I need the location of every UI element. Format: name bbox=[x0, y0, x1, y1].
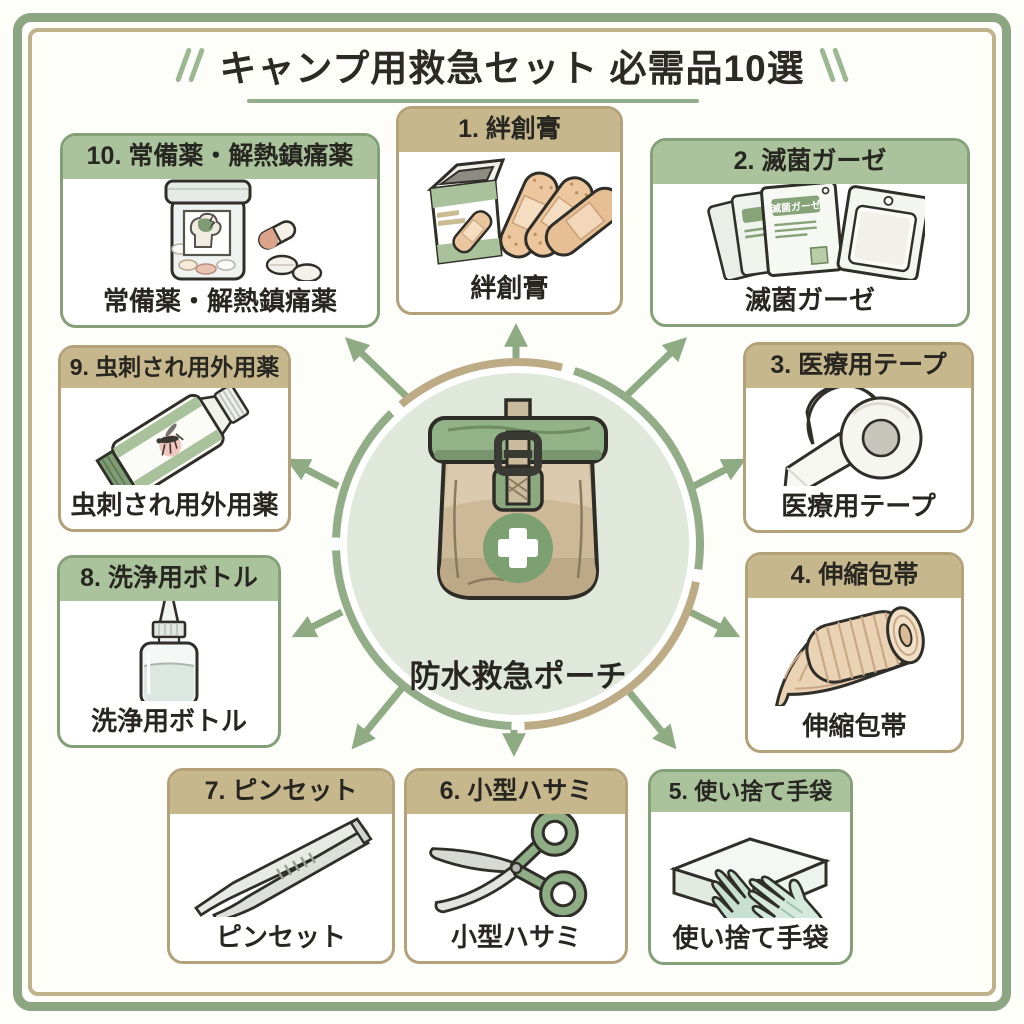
item-1-art bbox=[399, 152, 620, 268]
item-10-caption: 常備薬・解熱鎮痛薬 bbox=[102, 286, 337, 316]
tweezers-icon bbox=[194, 817, 373, 917]
item-8-caption: 洗浄用ボトル bbox=[90, 706, 247, 736]
item-card-6-scissors: 6. 小型ハサミ 小型ハサミ bbox=[404, 768, 628, 964]
household-medicine-icon bbox=[164, 179, 323, 281]
item-7-art bbox=[170, 814, 392, 917]
small-scissors-icon bbox=[429, 813, 588, 917]
item-card-8-bottle: 8. 洗浄用ボトル 洗浄用ボトル bbox=[57, 555, 281, 748]
title-bar: キャンプ用救急セット 必需品10選 bbox=[0, 38, 1024, 92]
title-decoration-right-slashes-icon bbox=[818, 47, 849, 83]
item-6-header: 6. 小型ハサミ bbox=[407, 771, 625, 814]
item-card-3-tape: 3. 医療用テープ 医療用テープ bbox=[743, 342, 974, 533]
item-10-art bbox=[63, 179, 377, 281]
item-4-caption: 伸縮包帯 bbox=[802, 711, 907, 741]
item-1-header: 1. 絆創膏 bbox=[399, 109, 620, 152]
item-9-art bbox=[61, 388, 288, 485]
page-title: キャンプ用救急セット 必需品10選 bbox=[219, 48, 805, 89]
insect-bite-ointment-icon bbox=[94, 388, 249, 485]
item-3-art bbox=[746, 387, 971, 486]
item-4-header: 4. 伸縮包帯 bbox=[748, 555, 961, 598]
central-hub: 防水救急ポーチ bbox=[332, 358, 704, 730]
item-9-caption: 虫刺され用外用薬 bbox=[70, 490, 279, 520]
title-decoration-left-slashes-icon bbox=[175, 47, 206, 83]
item-10-header: 10. 常備薬・解熱鎮痛薬 bbox=[63, 136, 377, 179]
item-card-2-gauze: 2. 滅菌ガーゼ 滅菌ガーゼ bbox=[650, 138, 970, 327]
item-5-art bbox=[651, 812, 850, 918]
sterile-gauze-icon: 滅菌ガーゼ bbox=[707, 183, 925, 280]
item-card-5-gloves: 5. 使い捨て手袋 使い捨て手袋 bbox=[648, 769, 853, 965]
medical-tape-icon bbox=[783, 387, 922, 486]
item-2-header: 2. 滅菌ガーゼ bbox=[653, 141, 967, 184]
irrigation-bottle-icon bbox=[139, 600, 199, 701]
item-2-art: 滅菌ガーゼ bbox=[653, 183, 967, 280]
item-8-header: 8. 洗浄用ボトル bbox=[60, 558, 278, 601]
item-7-caption: ピンセット bbox=[215, 922, 346, 952]
item-3-caption: 医療用テープ bbox=[781, 491, 936, 521]
item-6-caption: 小型ハサミ bbox=[450, 922, 581, 952]
item-1-caption: 絆創膏 bbox=[470, 273, 549, 303]
item-8-art bbox=[60, 600, 278, 701]
item-4-art bbox=[748, 598, 961, 706]
item-card-7-tweezers: 7. ピンセット ピンセット bbox=[167, 768, 395, 964]
item-7-header: 7. ピンセット bbox=[170, 771, 392, 814]
item-6-art bbox=[407, 813, 625, 917]
item-5-caption: 使い捨て手袋 bbox=[672, 923, 829, 953]
svg-text:滅菌ガーゼ: 滅菌ガーゼ bbox=[770, 198, 821, 215]
item-3-header: 3. 医療用テープ bbox=[746, 345, 971, 388]
hub-label: 防水救急ポーチ bbox=[409, 659, 627, 694]
item-card-10-medicine: 10. 常備薬・解熱鎮痛薬 bbox=[60, 133, 380, 328]
item-card-1-bandage: 1. 絆創膏 bbox=[396, 106, 623, 315]
item-card-9-ointment: 9. 虫刺され用外用薬 bbox=[58, 345, 291, 532]
disposable-gloves-icon bbox=[669, 837, 831, 918]
first-aid-pouch-icon bbox=[428, 398, 608, 600]
bandage-icon bbox=[426, 158, 612, 265]
title-underline bbox=[247, 99, 699, 103]
item-card-4-elastic-bandage: 4. 伸縮包帯 伸縮包帯 bbox=[745, 552, 964, 753]
item-2-caption: 滅菌ガーゼ bbox=[744, 285, 875, 315]
elastic-bandage-icon bbox=[774, 606, 925, 706]
item-5-header: 5. 使い捨て手袋 bbox=[651, 772, 850, 813]
item-9-header: 9. 虫刺され用外用薬 bbox=[61, 348, 288, 389]
